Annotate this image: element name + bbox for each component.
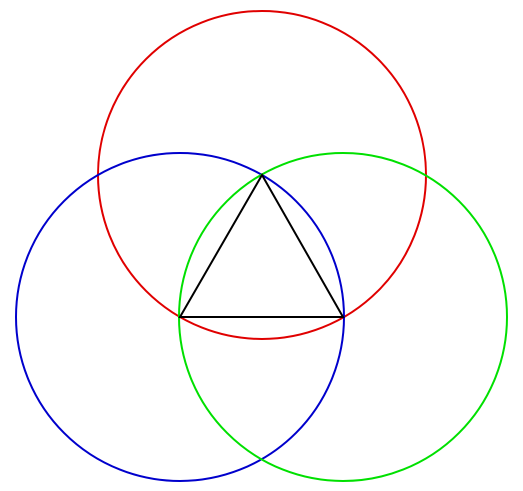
equilateral-triangle: [178, 172, 345, 318]
